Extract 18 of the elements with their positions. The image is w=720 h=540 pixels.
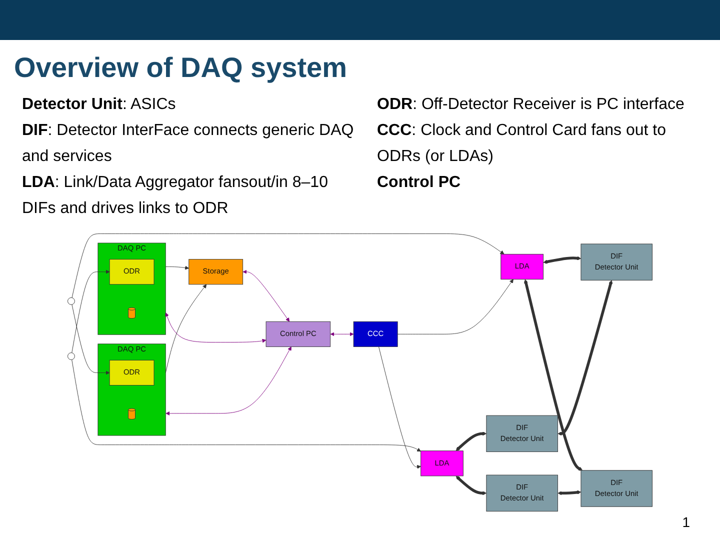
arrow	[456, 476, 487, 496]
node-cylinder	[128, 307, 136, 319]
definition-text: ODR: Off-Detector Receiver is PC interface	[377, 95, 686, 115]
node-circle	[68, 352, 75, 360]
definition-text: CCC: Clock and Control Card fans out to ODRs (or LDAs)	[377, 121, 668, 167]
node-cylinder	[128, 408, 136, 420]
arrow	[558, 490, 582, 496]
arrow	[543, 256, 582, 264]
arrow	[456, 432, 487, 451]
definition-text: Control PC	[377, 173, 462, 193]
definition-text: LDA: Link/Data Aggregator fansout/in 8–10 DIFs and drives links to ODR	[22, 173, 329, 219]
arrow	[558, 280, 613, 436]
definition-text: DIF: Detector InterFace connects generic DAQ and services	[22, 121, 355, 167]
page-number: 1	[682, 514, 690, 530]
slide-title: Overview of DAQ system	[14, 52, 348, 84]
definition-text: Detector Unit: ASICs	[22, 95, 177, 115]
arrow	[524, 279, 583, 471]
node-circle	[68, 297, 75, 305]
